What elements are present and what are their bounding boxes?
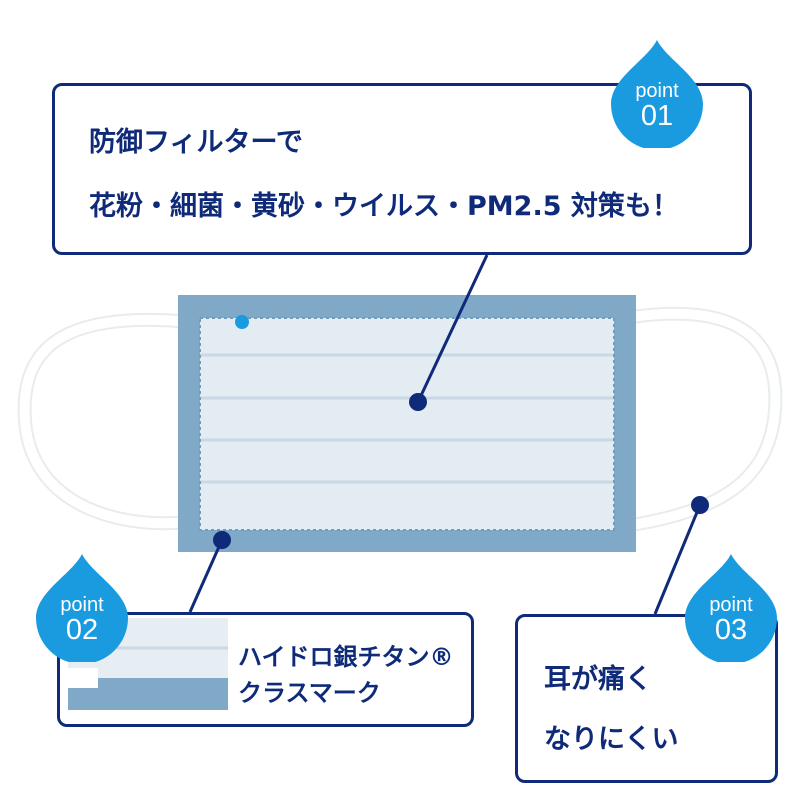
mask-logo-mark	[235, 315, 249, 329]
point-01-number: 01	[640, 100, 674, 132]
point-01-line-1: 防御フィルターで	[89, 127, 303, 158]
right-ear-loop	[623, 306, 783, 533]
point-03-line-1: 耳が痛く	[544, 664, 652, 695]
point-03-badge: point 03	[683, 552, 779, 662]
point-02-number: 02	[65, 614, 99, 646]
point-03-label: point	[709, 594, 753, 616]
point-02-line-1: ハイドロ銀チタン®	[238, 643, 454, 671]
point-01-badge: point 01	[609, 38, 705, 148]
point-03-marker	[691, 496, 709, 514]
point-03-number: 03	[714, 614, 748, 646]
point-02-line-2: クラスマーク	[238, 679, 381, 707]
point-01-marker	[409, 393, 427, 411]
point-02-badge: point 02	[34, 552, 130, 662]
point-02-marker	[213, 531, 231, 549]
point-03-box: 耳が痛く なりにくい	[515, 614, 778, 783]
point-02-label: point	[60, 594, 104, 616]
point-01-line-2: 花粉・細菌・黄砂・ウイルス・PM2.5 対策も！	[89, 191, 679, 222]
point-01-label: point	[635, 80, 679, 102]
point-02-box: ハイドロ銀チタン® クラスマーク	[57, 612, 474, 727]
point-03-line-2: なりにくい	[544, 724, 679, 755]
